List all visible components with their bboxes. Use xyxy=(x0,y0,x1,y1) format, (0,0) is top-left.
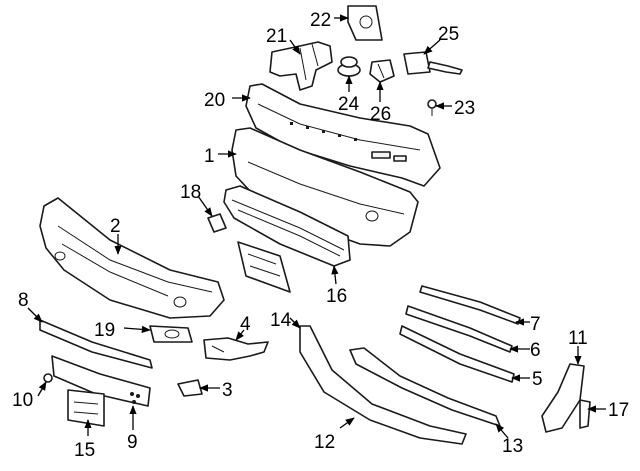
callout-25: 25 xyxy=(438,24,459,45)
leader-14 xyxy=(289,317,301,329)
callout-22: 22 xyxy=(310,10,331,31)
callout-8: 8 xyxy=(18,290,29,311)
leader-12 xyxy=(339,417,355,429)
part-9-lower-grille xyxy=(51,355,151,407)
part-25-sensor xyxy=(403,51,463,75)
part-4-bracket xyxy=(203,337,269,361)
leader-4 xyxy=(235,329,245,341)
part-8-trim xyxy=(39,319,153,369)
callout-16: 16 xyxy=(326,286,347,307)
callout-5: 5 xyxy=(532,369,543,390)
callout-9: 9 xyxy=(127,432,138,453)
part-23-bolt xyxy=(427,99,437,116)
leader-25 xyxy=(423,39,441,55)
leader-8 xyxy=(27,307,43,323)
part-13-spoiler xyxy=(349,347,501,427)
leader-19 xyxy=(123,325,151,334)
callout-3: 3 xyxy=(222,380,233,401)
callout-4: 4 xyxy=(240,314,251,335)
callout-18: 18 xyxy=(180,182,201,203)
callout-7: 7 xyxy=(530,314,541,335)
leader-10 xyxy=(37,381,47,397)
callout-23: 23 xyxy=(454,98,475,119)
part-22-mounting-plate xyxy=(347,5,383,41)
part-16-grille xyxy=(223,185,351,267)
part-3-clip xyxy=(177,379,203,397)
part-24-grommet xyxy=(337,56,361,77)
part-11-side-trim xyxy=(541,363,585,433)
callout-6: 6 xyxy=(530,340,541,361)
callout-15: 15 xyxy=(74,440,95,461)
callout-10: 10 xyxy=(12,390,33,411)
callout-labels: 1 2 3 4 5 6 7 8 9 10 11 12 13 14 15 16 1… xyxy=(12,10,629,461)
callout-11: 11 xyxy=(568,328,588,349)
leader-18 xyxy=(197,195,213,217)
callout-12: 12 xyxy=(314,432,335,453)
part-10-plug xyxy=(43,373,53,383)
callout-13: 13 xyxy=(502,436,523,457)
callout-1: 1 xyxy=(204,146,215,167)
callout-17: 17 xyxy=(608,400,629,421)
callout-2: 2 xyxy=(110,216,121,237)
callout-21: 21 xyxy=(266,26,287,47)
callout-14: 14 xyxy=(270,310,292,331)
leader-21 xyxy=(289,39,301,55)
leader-lines xyxy=(27,14,606,439)
part-5-strip xyxy=(399,325,515,383)
part-20-reinforcement xyxy=(245,83,441,187)
part-1-bumper-cover xyxy=(231,127,419,247)
part-19-fog-bezel xyxy=(149,325,193,343)
callout-24: 24 xyxy=(338,94,360,115)
callout-19: 19 xyxy=(94,320,115,341)
part-14-license-bracket xyxy=(237,241,291,293)
callout-20: 20 xyxy=(204,90,225,111)
callout-26: 26 xyxy=(370,104,391,125)
part-21-bracket xyxy=(269,41,333,91)
part-12-air-dam xyxy=(299,325,467,445)
part-17-bracket xyxy=(579,399,591,429)
leader-16 xyxy=(331,265,339,285)
leader-13 xyxy=(495,423,509,439)
part-26-clip xyxy=(369,59,395,83)
part-15-plate xyxy=(67,389,105,427)
part-18-insert xyxy=(207,213,227,233)
part-2-bumper-cover xyxy=(39,197,225,319)
